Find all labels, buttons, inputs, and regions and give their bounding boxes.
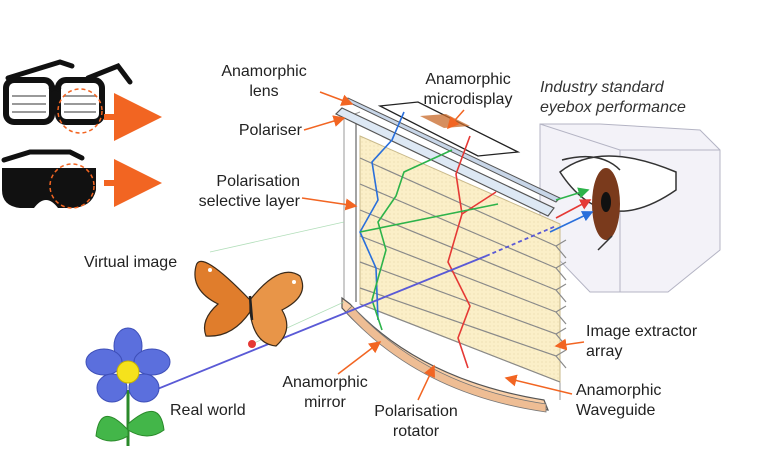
polariser [334, 107, 555, 217]
anamorphic-lens-label: Anamorphic lens [221, 63, 307, 100]
ray-green-out [359, 203, 499, 233]
anamorphic-mirror-label: Anamorphic mirror [282, 374, 368, 411]
ray-red-exit [555, 199, 592, 219]
mirror-callout [337, 341, 382, 375]
flower-icon [85, 327, 171, 446]
image-extractor-array-label: Image extractor array [586, 323, 698, 360]
polariser-callout [303, 115, 346, 131]
selective-layer-callout [301, 197, 358, 211]
ray-green-exit [555, 187, 590, 201]
ray-green-path [371, 149, 453, 331]
ray-blue-path [359, 111, 405, 321]
microdisplay-callout [447, 109, 465, 130]
callout-arrows [301, 91, 585, 401]
light-rays [359, 111, 594, 369]
polarisation-rotator-label: Polarisation rotator [374, 403, 458, 440]
eyeglasses-icon [3, 59, 133, 134]
real-world-ray-dashed [485, 225, 557, 257]
real-world-label: Real world [170, 402, 246, 419]
lens-callout [319, 91, 354, 106]
waveguide-callout [504, 374, 573, 395]
eyebox-label: Industry standard eyebox performance [540, 79, 686, 116]
real-world-ray [149, 255, 487, 393]
polarisation-rotator [345, 305, 547, 413]
polarisation-selective-layer-label: Polarisation selective layer [198, 173, 300, 210]
virtual-image-label: Virtual image [84, 254, 178, 271]
polariser-label: Polariser [238, 122, 302, 139]
smart-goggles-icon [1, 149, 96, 209]
ray-blue-exit [549, 211, 594, 233]
extractor-callout [554, 338, 585, 351]
rotator-callout [417, 364, 435, 401]
anamorphic-microdisplay-label: Anamorphic microdisplay [423, 71, 513, 108]
anamorphic-waveguide-label: Anamorphic Waveguide [576, 382, 662, 419]
ray-red-path [447, 135, 471, 369]
butterfly-icon [194, 260, 304, 348]
